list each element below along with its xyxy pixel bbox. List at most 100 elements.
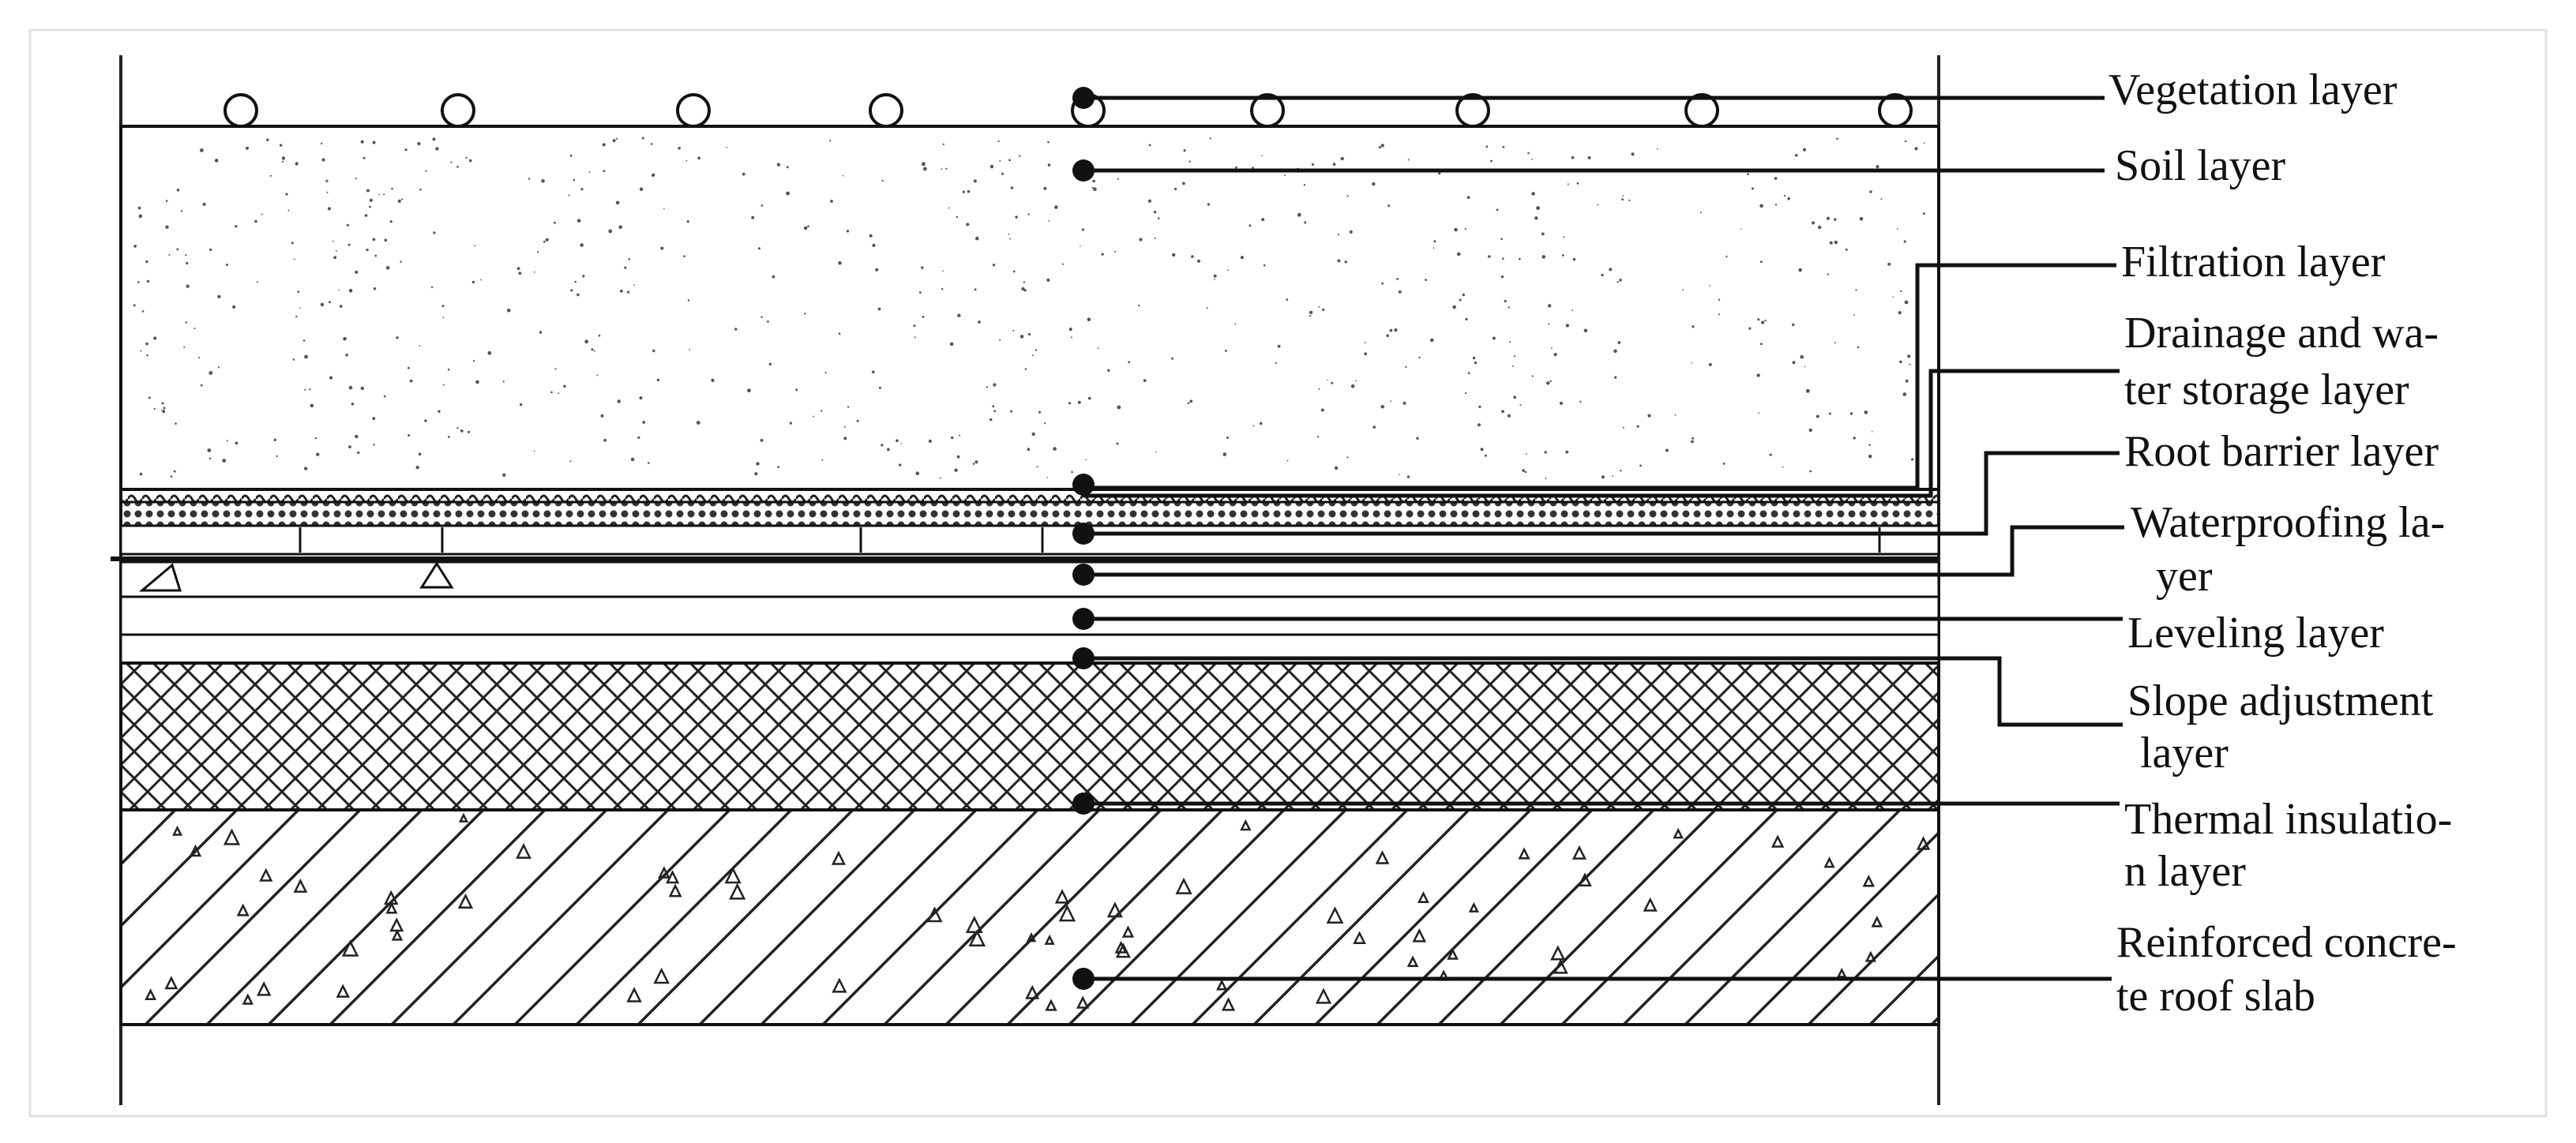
soil-speck <box>608 229 613 234</box>
soil-speck <box>1128 361 1131 364</box>
plant-circle <box>869 93 903 128</box>
soil-speck <box>1318 305 1320 308</box>
soil-speck <box>1047 141 1050 144</box>
soil-speck <box>1805 388 1810 393</box>
soil-speck <box>1511 365 1514 367</box>
soil-speck <box>1513 395 1516 399</box>
soil-speck <box>1372 425 1376 429</box>
soil-speck <box>1116 442 1119 445</box>
soil-speck <box>1101 253 1104 256</box>
soil-speck <box>1035 349 1038 351</box>
aggregate-mark <box>1862 875 1876 887</box>
soil-speck <box>1390 400 1391 402</box>
soil-speck <box>1464 392 1466 395</box>
soil-speck <box>217 366 220 369</box>
soil-speck <box>574 280 576 283</box>
soil-speck <box>1760 260 1763 263</box>
soil-speck <box>137 281 140 283</box>
aggregate-mark <box>668 883 682 898</box>
soil-speck <box>1297 212 1301 217</box>
soil-speck <box>1836 137 1838 141</box>
soil-speck <box>1277 344 1281 348</box>
soil-speck <box>838 332 841 335</box>
soil-speck <box>198 356 201 358</box>
soil-speck <box>1621 198 1624 201</box>
soil-speck <box>141 310 145 313</box>
aggregate-mark <box>1406 955 1419 967</box>
aggregate-mark <box>391 929 404 941</box>
soil-speck <box>993 383 997 387</box>
soil-speck <box>742 172 745 176</box>
soil-speck <box>1764 319 1767 322</box>
soil-speck <box>1021 287 1025 290</box>
soil-speck <box>360 386 364 391</box>
soil-speck <box>329 376 333 380</box>
soil-speck <box>1209 137 1211 140</box>
soil-speck <box>1757 318 1760 321</box>
soil-speck <box>1027 448 1031 452</box>
soil-speck <box>209 248 212 251</box>
aggregate-mark <box>1412 928 1427 943</box>
soil-speck <box>369 205 371 208</box>
soil-speck <box>373 444 375 446</box>
soil-speck <box>1399 474 1400 475</box>
leader-dot <box>1072 523 1095 545</box>
soil-speck <box>1478 423 1481 427</box>
soil-speck <box>409 379 413 383</box>
soil-speck <box>1061 263 1064 265</box>
soil-speck <box>1502 145 1505 148</box>
soil-speck <box>1902 392 1907 396</box>
soil-speck <box>846 230 850 233</box>
soil-speck <box>1311 163 1314 166</box>
soil-speck <box>1364 352 1368 356</box>
soil-speck <box>254 219 257 223</box>
aggregate-mark <box>1375 850 1390 864</box>
soil-speck <box>1485 145 1489 148</box>
soil-speck <box>821 459 824 461</box>
soil-speck <box>696 421 700 425</box>
soil-speck <box>992 264 996 267</box>
soil-speck <box>1071 470 1073 474</box>
soil-speck <box>153 407 156 410</box>
soil-speck <box>1787 197 1790 200</box>
soil-speck <box>232 305 236 309</box>
soil-speck <box>777 466 780 468</box>
soil-speck <box>1139 238 1143 242</box>
soil-speck <box>1092 179 1095 183</box>
soil-speck <box>1800 354 1804 359</box>
soil-speck <box>214 159 219 163</box>
soil-speck <box>442 384 445 386</box>
soil-speck <box>266 138 269 141</box>
soil-speck <box>1622 195 1624 197</box>
soil-speck <box>1904 140 1907 143</box>
soil-speck <box>1802 148 1807 152</box>
soil-speck <box>1456 252 1461 257</box>
soil-speck <box>767 320 769 323</box>
soil-speck <box>1396 278 1399 280</box>
soil-speck <box>133 245 137 248</box>
soil-speck <box>1834 342 1836 344</box>
soil-speck <box>1484 454 1487 457</box>
soil-speck <box>1113 250 1116 253</box>
soil-speck <box>299 307 302 309</box>
soil-speck <box>1620 470 1622 472</box>
soil-speck <box>1381 282 1384 285</box>
soil-speck <box>986 386 989 388</box>
soil-speck <box>1907 354 1911 358</box>
aggregate-mark <box>1240 819 1252 831</box>
aggregate-mark <box>341 939 359 957</box>
soil-speck <box>804 313 806 315</box>
aggregate-mark <box>1044 934 1055 945</box>
soil-speck <box>1048 220 1050 222</box>
soil-speck <box>1909 363 1911 365</box>
soil-speck <box>568 194 570 197</box>
soil-speck <box>339 305 343 308</box>
soil-speck <box>1234 323 1237 324</box>
soil-speck <box>1903 240 1906 243</box>
soil-speck <box>678 147 681 150</box>
aggregate-mark <box>1871 916 1883 928</box>
soil-speck <box>1691 440 1694 444</box>
soil-speck <box>1792 323 1795 327</box>
soil-speck <box>974 288 977 291</box>
